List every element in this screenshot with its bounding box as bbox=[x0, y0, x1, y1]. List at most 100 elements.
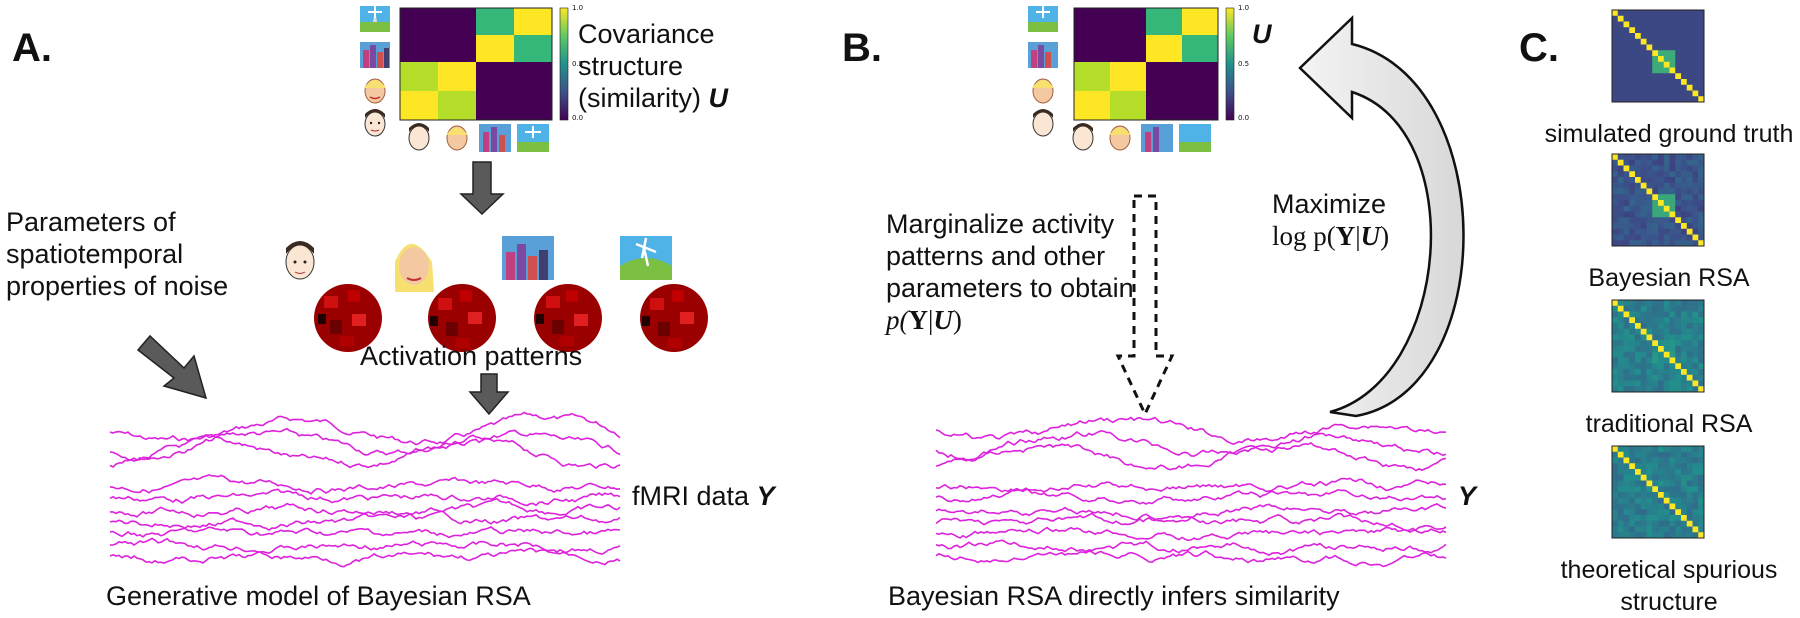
matrix-cell bbox=[1629, 480, 1636, 487]
matrix-cell bbox=[1658, 480, 1665, 487]
matrix-cell bbox=[1675, 90, 1682, 97]
matrix-cell bbox=[1686, 311, 1693, 318]
matrix-cell bbox=[1612, 474, 1619, 481]
matrix-cell bbox=[1640, 84, 1647, 91]
matrix-cell bbox=[1629, 509, 1636, 516]
maximize-label: Maximize log p(Y|U) bbox=[1272, 189, 1390, 251]
fmri-trace bbox=[935, 429, 1447, 462]
matrix-cell bbox=[1646, 328, 1653, 335]
matrix-cell bbox=[1612, 363, 1619, 370]
matrix-cell bbox=[1698, 159, 1705, 166]
landscape-stimulus bbox=[620, 236, 672, 280]
matrix-cell bbox=[1663, 446, 1670, 453]
matrix-cell bbox=[1663, 457, 1670, 464]
matrix-cell bbox=[1617, 497, 1624, 504]
matrix-cell bbox=[1658, 357, 1665, 364]
matrix-cell bbox=[1646, 526, 1653, 533]
matrix-cell bbox=[1629, 50, 1636, 57]
matrix-cell bbox=[1663, 15, 1670, 22]
matrix-cell bbox=[1658, 346, 1665, 353]
matrix-cell bbox=[1658, 188, 1665, 195]
matrix-cell bbox=[1646, 200, 1653, 207]
city-icon-b-bottom bbox=[1141, 124, 1173, 152]
matrix-cell bbox=[1635, 182, 1642, 189]
matrix-cell bbox=[1652, 451, 1659, 458]
matrix-cell bbox=[1646, 323, 1653, 330]
matrix-cell bbox=[1629, 188, 1636, 195]
matrix-cell bbox=[1612, 311, 1619, 318]
matrix-cell bbox=[1640, 171, 1647, 178]
matrix-cell bbox=[1698, 177, 1705, 184]
matrix-cell bbox=[1612, 305, 1619, 312]
matrix-cell bbox=[1675, 182, 1682, 189]
matrix-cell bbox=[1698, 526, 1705, 533]
matrix-border bbox=[1611, 153, 1705, 247]
matrix-cell bbox=[1623, 79, 1630, 86]
matrix-cell bbox=[1629, 369, 1636, 376]
matrix-cell bbox=[1663, 492, 1670, 499]
matrix-cell bbox=[1646, 50, 1653, 57]
matrix-cell bbox=[1675, 177, 1682, 184]
female-face-icon-b bbox=[1032, 78, 1054, 104]
matrix-cell bbox=[1617, 515, 1624, 522]
matrix-cell bbox=[1698, 323, 1705, 330]
matrix-cell bbox=[1686, 33, 1693, 40]
matrix-cell bbox=[1612, 90, 1619, 97]
matrix-cell bbox=[1675, 374, 1682, 381]
matrix-cell bbox=[1623, 520, 1630, 527]
matrix-cell bbox=[1617, 154, 1624, 161]
matrix-cell bbox=[1646, 228, 1653, 235]
matrix-cell bbox=[1675, 154, 1682, 161]
matrix-cell bbox=[1669, 526, 1676, 533]
matrix-cell bbox=[1640, 61, 1647, 68]
matrix-cell bbox=[1669, 300, 1676, 307]
matrix-cell bbox=[1640, 457, 1647, 464]
matrix-cell bbox=[1612, 15, 1619, 22]
matrix-cell bbox=[1669, 154, 1676, 161]
matrix-cell bbox=[1629, 211, 1636, 218]
matrix-cell bbox=[1612, 205, 1619, 212]
matrix-cell bbox=[1612, 486, 1619, 493]
matrix-cell bbox=[1612, 457, 1619, 464]
matrix-cell bbox=[1675, 463, 1682, 470]
voxel-pattern-3 bbox=[534, 284, 602, 352]
matrix-cell bbox=[1623, 363, 1630, 370]
matrix-cell bbox=[1686, 363, 1693, 370]
matrix-cell bbox=[1617, 526, 1624, 533]
matrix-cell bbox=[1698, 386, 1705, 393]
matrix-cell bbox=[1663, 79, 1670, 86]
matrix-cell bbox=[1698, 56, 1705, 63]
matrix-cell bbox=[1617, 84, 1624, 91]
matrix-cell bbox=[1669, 446, 1676, 453]
matrix-cell bbox=[1692, 44, 1699, 51]
matrix-cell bbox=[1692, 21, 1699, 28]
matrix-cell bbox=[1623, 374, 1630, 381]
matrix-cell bbox=[1686, 357, 1693, 364]
matrix-cell bbox=[1669, 205, 1676, 212]
matrix-cell bbox=[1681, 451, 1688, 458]
matrix-cell bbox=[1646, 205, 1653, 212]
matrix-cell bbox=[1617, 503, 1624, 510]
matrix-cell bbox=[1652, 469, 1659, 476]
matrix-cell bbox=[1617, 205, 1624, 212]
matrix-cell bbox=[1658, 457, 1665, 464]
matrix-cell bbox=[1658, 520, 1665, 527]
matrix-cell bbox=[1646, 84, 1653, 91]
matrix-cell bbox=[1652, 532, 1659, 539]
matrix-cell bbox=[1652, 228, 1659, 235]
matrix-cell bbox=[1686, 328, 1693, 335]
matrix-cell bbox=[1652, 90, 1659, 97]
matrix-cell bbox=[1675, 194, 1682, 201]
matrix-cell bbox=[1646, 351, 1653, 358]
matrix-cell bbox=[1623, 351, 1630, 358]
matrix-cell bbox=[1652, 357, 1659, 364]
matrix-cell bbox=[1640, 50, 1647, 57]
matrix-cell bbox=[1640, 463, 1647, 470]
matrix-cell bbox=[1635, 61, 1642, 68]
matrix-cell bbox=[1675, 480, 1682, 487]
voxel-pattern-2 bbox=[428, 284, 496, 352]
matrix-cell bbox=[1635, 38, 1642, 45]
covariance-matrix-a bbox=[399, 7, 553, 121]
matrix-cell bbox=[1686, 300, 1693, 307]
matrix-cell bbox=[1635, 67, 1642, 74]
